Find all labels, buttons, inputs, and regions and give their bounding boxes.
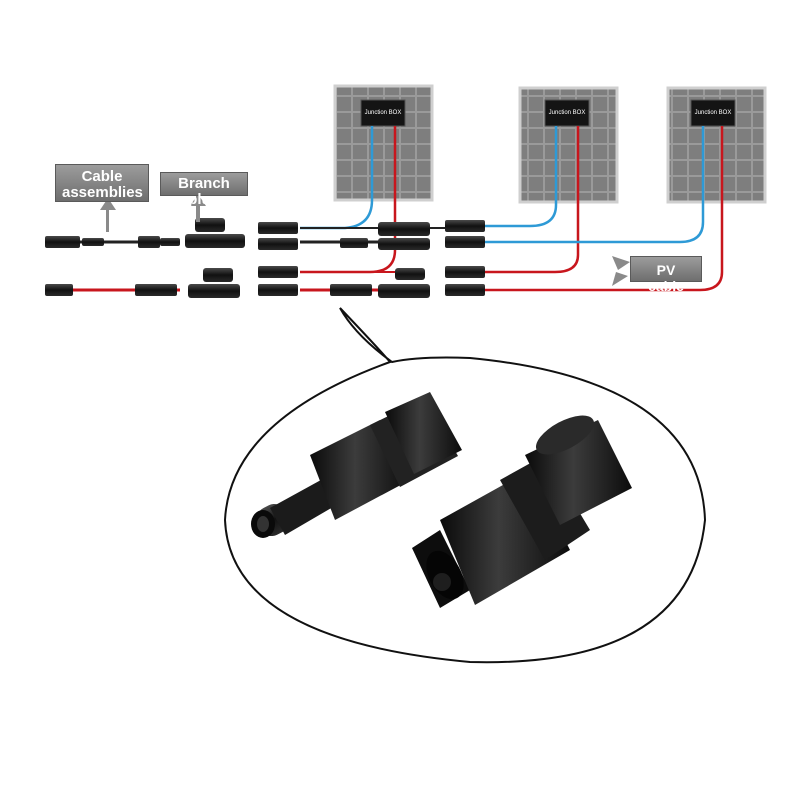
junction-box-2: [544, 99, 590, 127]
junction-box-label-1: Junction BOX: [364, 110, 402, 116]
junction-box-label-3: Junction BOX: [694, 110, 732, 116]
female-connector-closeup: [412, 415, 632, 608]
pv-cable-label: PV cable: [630, 256, 702, 294]
solar-panel-2: [518, 86, 619, 204]
callout-bubble: [223, 307, 707, 664]
connectors-bottom-row: [45, 266, 485, 298]
cable-assemblies-label: Cable assemblies: [55, 164, 149, 202]
solar-panel-1: [333, 84, 434, 202]
branch-plug-label: Branch plug: [160, 172, 248, 208]
junction-box-3: [690, 99, 736, 127]
label-arrows: [100, 194, 630, 286]
solar-panel-3: [666, 86, 767, 204]
connectors-top-row: [45, 218, 485, 250]
junction-box-1: [360, 99, 406, 127]
panel-wires: [300, 126, 724, 292]
male-connector-closeup: [251, 392, 462, 538]
junction-box-label-2: Junction BOX: [548, 110, 586, 116]
